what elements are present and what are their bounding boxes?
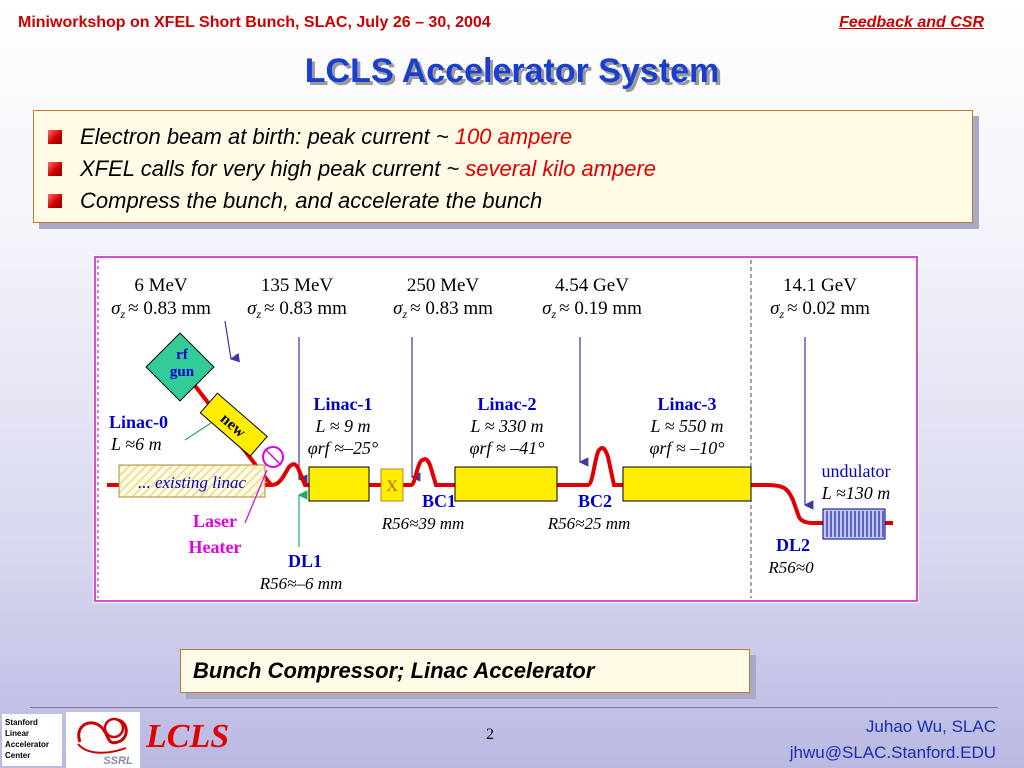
linac0-pointer-arrow bbox=[184, 422, 212, 441]
header-workshop: Miniworkshop on XFEL Short Bunch, SLAC, … bbox=[18, 14, 491, 31]
dl2-name: DL2 bbox=[776, 535, 810, 555]
laser-heater-label: Laser bbox=[193, 511, 237, 531]
x-band-label: X bbox=[386, 478, 398, 495]
bullet-square-icon bbox=[48, 194, 62, 208]
existing-linac-label: ... existing linac bbox=[138, 473, 247, 492]
bc1-name: BC1 bbox=[422, 491, 456, 511]
logo-line: Center bbox=[5, 751, 31, 760]
bullet-text: XFEL calls for very high peak current ~ bbox=[80, 156, 460, 181]
footer-divider bbox=[30, 707, 998, 708]
bullet-item: Compress the bunch, and accelerate the b… bbox=[48, 185, 958, 217]
undulator-name: undulator bbox=[822, 461, 891, 481]
accelerator-diagram: 6 MeV σz≈ 0.83 mm 135 MeV σz≈ 0.83 mm 25… bbox=[93, 255, 919, 603]
x-band-cavity bbox=[380, 468, 404, 502]
author-email: jhwu@SLAC.Stanford.EDU bbox=[789, 743, 996, 762]
linac1-phase: φrf ≈–25° bbox=[308, 438, 379, 458]
undulator-length: L ≈130 m bbox=[821, 483, 891, 503]
laser-heater-icon bbox=[262, 446, 284, 468]
logo-line: Accelerator bbox=[5, 740, 50, 749]
station-energy: 14.1 GeV bbox=[783, 275, 857, 296]
existing-linac-block bbox=[118, 464, 266, 498]
new-section: new bbox=[199, 392, 268, 457]
bullet-highlight: 100 ampere bbox=[454, 124, 573, 149]
linac0-name: Linac-0 bbox=[109, 412, 168, 432]
station-pointer-arrow bbox=[224, 320, 241, 363]
bullet-square-icon bbox=[48, 130, 62, 144]
linac3-length: L ≈ 550 m bbox=[649, 416, 723, 436]
diagram-frame bbox=[94, 256, 918, 602]
laser-heater-cross bbox=[264, 448, 282, 466]
bc2-name: BC2 bbox=[578, 491, 612, 511]
linac2-name: Linac-2 bbox=[477, 394, 536, 414]
laser-heater-pointer bbox=[244, 469, 268, 524]
lcls-logo: LCLS bbox=[146, 718, 230, 755]
logo-line: Linear bbox=[5, 729, 30, 738]
bullet-text: Electron beam at birth: peak current ~ bbox=[80, 124, 449, 149]
bullet-item: Electron beam at birth: peak current ~ 1… bbox=[48, 121, 958, 153]
logo-line: Stanford bbox=[5, 718, 38, 727]
undulator-block bbox=[822, 508, 886, 540]
bullet-text: Compress the bunch, and accelerate the b… bbox=[80, 188, 543, 213]
bullet-box: Electron beam at birth: peak current ~ 1… bbox=[33, 110, 973, 223]
rf-gun: rf gun bbox=[145, 332, 215, 402]
bc1-r56: R56≈39 mm bbox=[381, 514, 465, 533]
station-energy: 6 MeV bbox=[134, 275, 188, 296]
page-number: 2 bbox=[486, 726, 494, 743]
bc2-r56: R56≈25 mm bbox=[547, 514, 631, 533]
linac1-length: L ≈ 9 m bbox=[314, 416, 370, 436]
linac1-name: Linac-1 bbox=[313, 394, 372, 414]
author-name: Juhao Wu, SLAC bbox=[865, 717, 996, 736]
laser-heater-label: Heater bbox=[189, 537, 242, 557]
station-energy: 135 MeV bbox=[261, 275, 334, 296]
bullet-highlight: several kilo ampere bbox=[465, 156, 657, 181]
station-sigma: σz≈ 0.02 mm bbox=[770, 298, 870, 321]
linac0-length: L ≈6 m bbox=[110, 434, 162, 454]
station-sigma: σz≈ 0.19 mm bbox=[542, 298, 642, 321]
accelerator-diagram-svg: 6 MeV σz≈ 0.83 mm 135 MeV σz≈ 0.83 mm 25… bbox=[94, 256, 918, 602]
author-block: Juhao Wu, SLAC jhwu@SLAC.Stanford.EDU bbox=[790, 714, 996, 766]
slide-title: LCLS Accelerator System bbox=[304, 52, 720, 90]
rf-gun-label: rf bbox=[176, 347, 189, 363]
linac2-block bbox=[454, 466, 558, 502]
station-sigma: σz≈ 0.83 mm bbox=[393, 298, 493, 321]
dl2-r56: R56≈0 bbox=[767, 558, 814, 577]
linac2-length: L ≈ 330 m bbox=[469, 416, 543, 436]
ssrl-logo-icon: SSRL bbox=[66, 712, 140, 768]
header-topic-link[interactable]: Feedback and CSR bbox=[839, 14, 984, 31]
station-sigma: σz≈ 0.83 mm bbox=[247, 298, 347, 321]
rf-gun-label: gun bbox=[170, 364, 195, 380]
bullet-item: XFEL calls for very high peak current ~ … bbox=[48, 153, 958, 185]
station-energy: 250 MeV bbox=[407, 275, 480, 296]
linac1-block bbox=[308, 466, 370, 502]
slac-logo: Stanford Linear Accelerator Center bbox=[2, 714, 62, 766]
linac3-name: Linac-3 bbox=[657, 394, 716, 414]
dl1-name: DL1 bbox=[288, 551, 322, 571]
caption-box: Bunch Compressor; Linac Accelerator bbox=[180, 649, 750, 693]
station-sigma: σz≈ 0.83 mm bbox=[111, 298, 211, 321]
bullet-square-icon bbox=[48, 162, 62, 176]
linac3-phase: φrf ≈ –10° bbox=[649, 438, 724, 458]
ssrl-text: SSRL bbox=[103, 755, 133, 767]
beam-line bbox=[107, 446, 893, 525]
linac3-block bbox=[622, 466, 752, 502]
station-energy: 4.54 GeV bbox=[555, 275, 629, 296]
dl1-r56: R56≈–6 mm bbox=[259, 574, 343, 593]
linac2-phase: φrf ≈ –41° bbox=[469, 438, 544, 458]
